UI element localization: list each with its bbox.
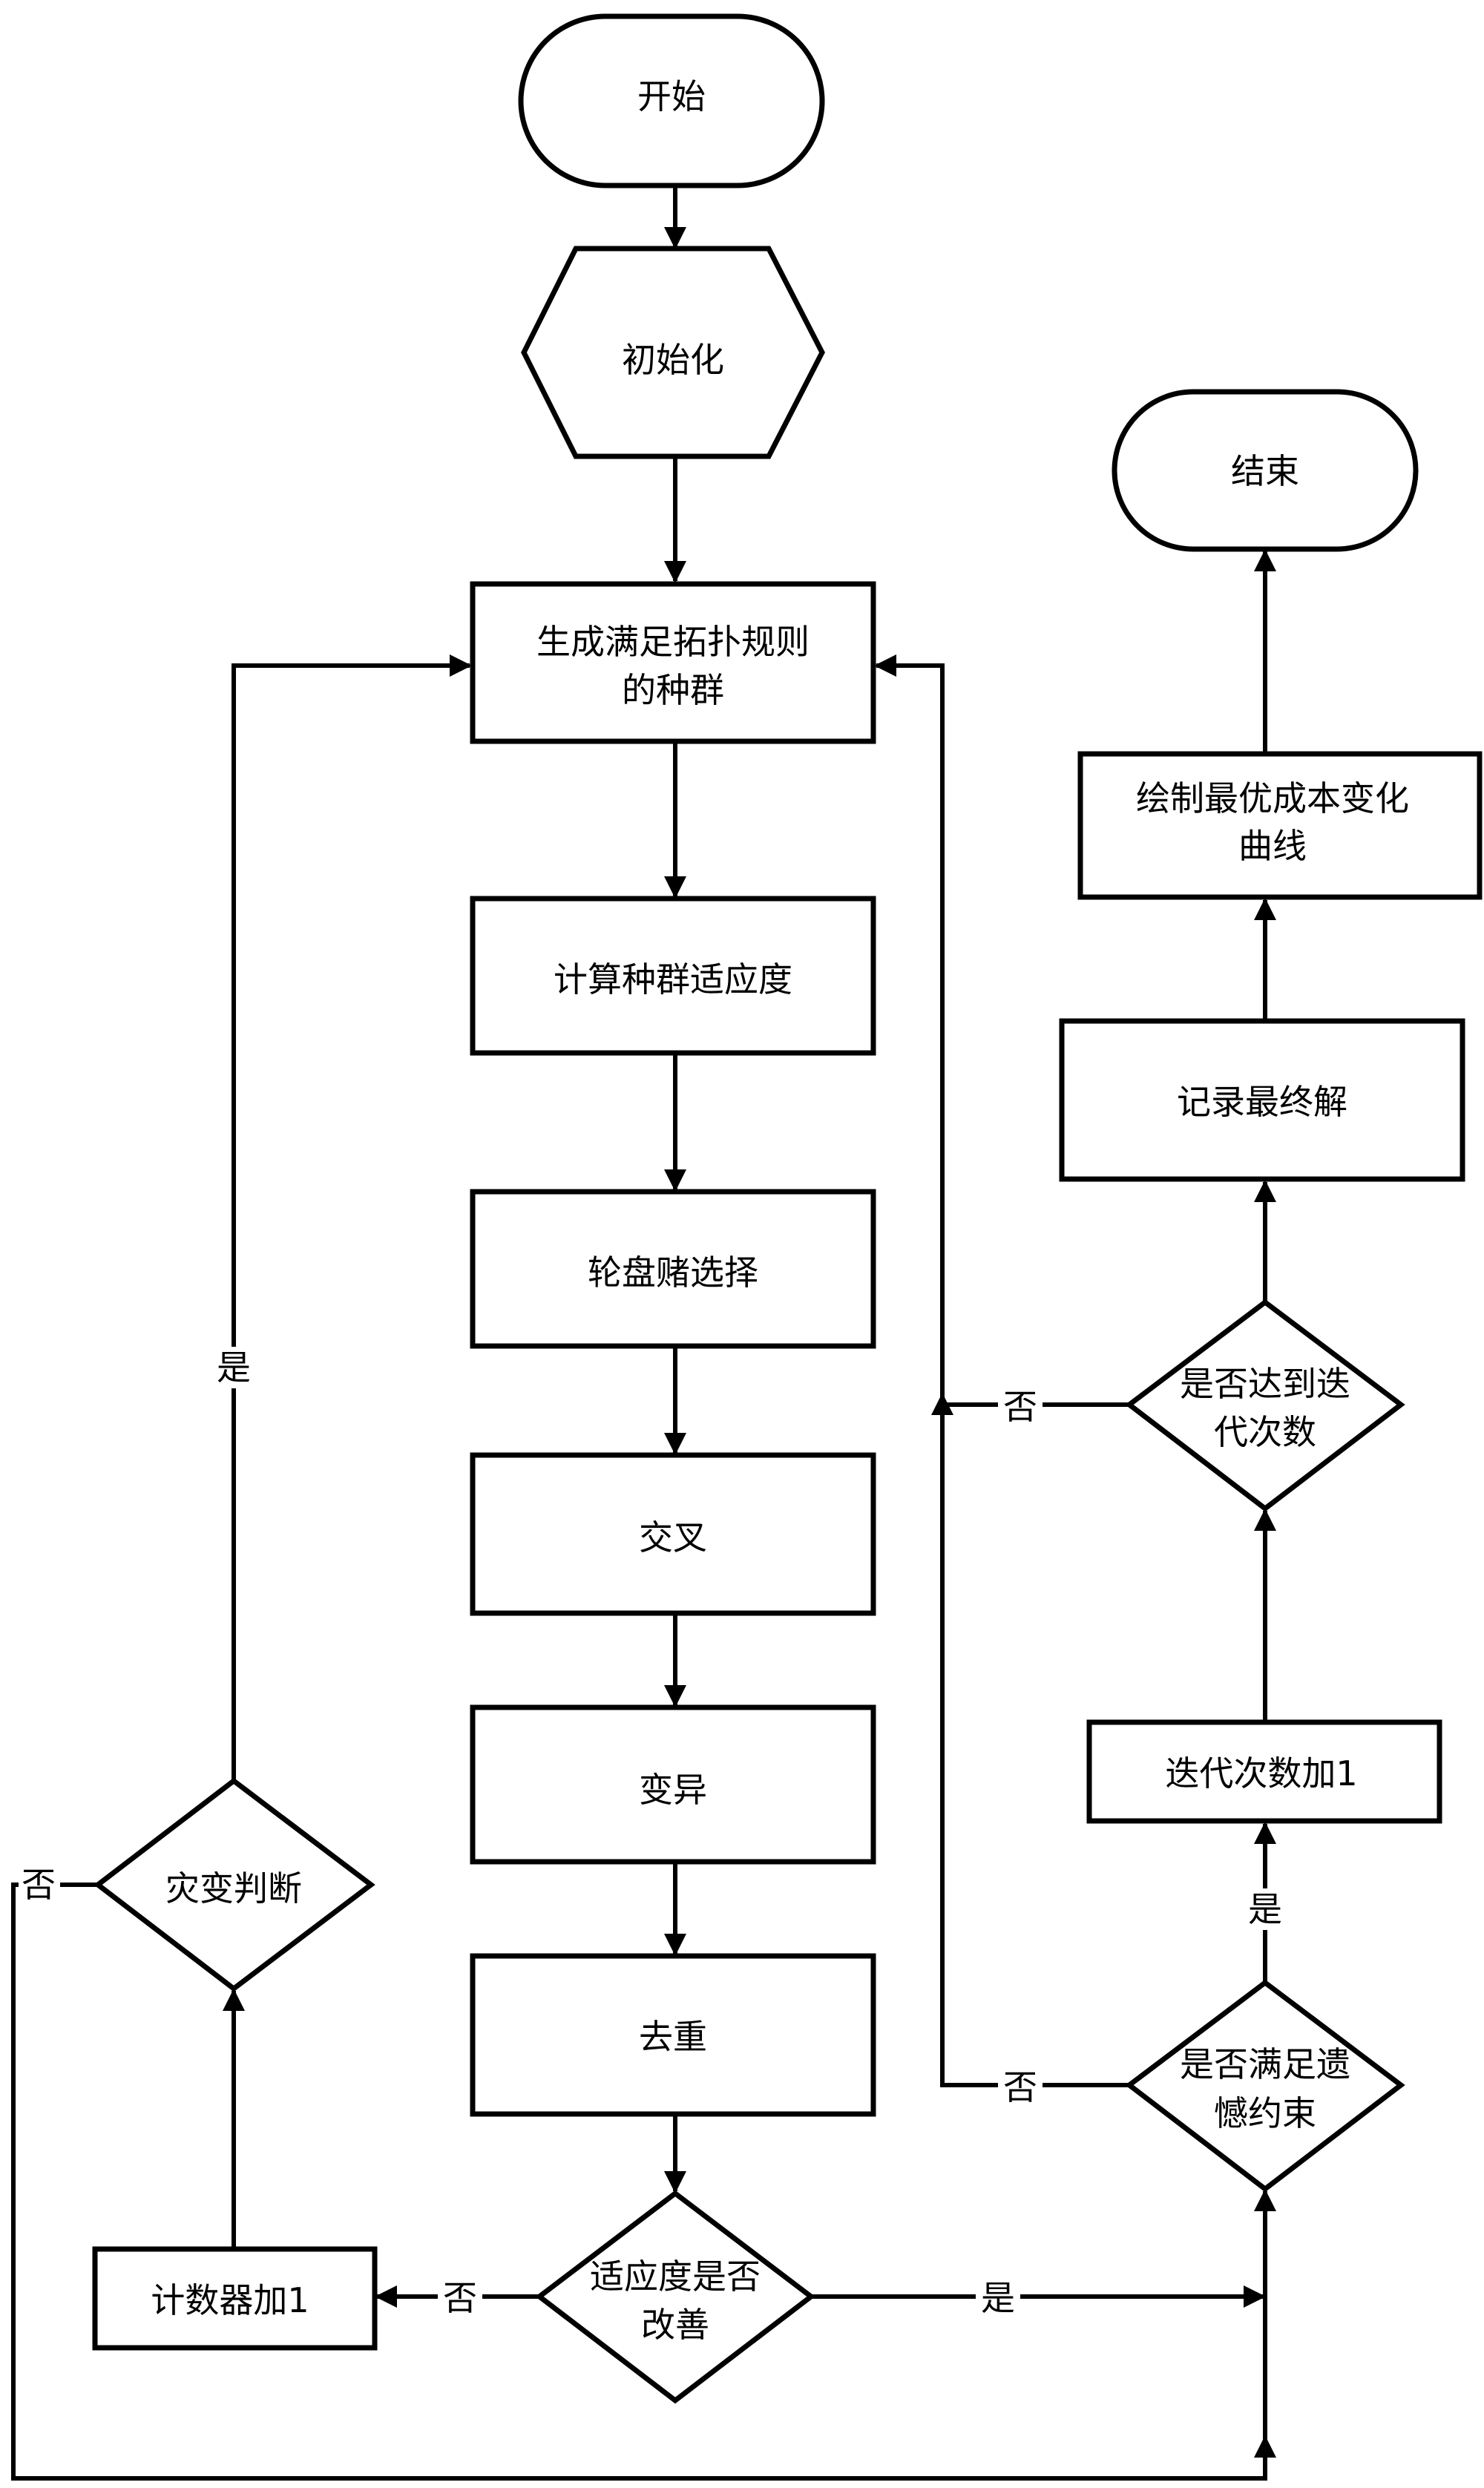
node-generate-label-line2: 的种群 xyxy=(622,670,724,710)
node-counter-label: 计数器加1 xyxy=(151,2280,309,2320)
node-plot-label-line1: 绘制最优成本变化 xyxy=(1136,778,1409,818)
node-regret-label-line2: 憾约束 xyxy=(1214,2093,1316,2133)
node-improved-label-line1: 适应度是否 xyxy=(590,2256,761,2297)
node-selection: 轮盘赌选择 xyxy=(470,1189,876,1349)
node-end-label: 结束 xyxy=(1231,451,1299,491)
node-record-label: 记录最终解 xyxy=(1177,1082,1347,1122)
node-init: 初始化 xyxy=(521,246,825,459)
node-iter-reached-label-line1: 是否达到迭 xyxy=(1180,1364,1350,1404)
node-catastrophe-label: 灾变判断 xyxy=(165,1868,302,1908)
node-init-label: 初始化 xyxy=(622,340,724,380)
node-fitness: 计算种群适应度 xyxy=(470,896,876,1056)
node-record: 记录最终解 xyxy=(1059,1018,1465,1182)
node-iter-reached: 是否达到迭 代次数 xyxy=(1125,1299,1405,1512)
node-end: 结束 xyxy=(1112,389,1419,552)
label-catastrophe-yes: 是 xyxy=(217,1348,251,1388)
edge-loop-generate xyxy=(874,654,945,1405)
node-iter-inc-label: 迭代次数加1 xyxy=(1165,1753,1357,1793)
node-plot-label-line2: 曲线 xyxy=(1238,826,1307,866)
node-mutation: 变异 xyxy=(470,1704,876,1865)
node-iter-reached-label-line2: 代次数 xyxy=(1214,1412,1316,1452)
label-regret-no: 否 xyxy=(1003,2067,1037,2107)
label-regret-yes: 是 xyxy=(1248,1889,1282,1929)
node-generate: 生成满足拓扑规则 的种群 xyxy=(470,581,876,744)
edge-labels: 否 是 是 否 是 否 否 xyxy=(19,1347,1287,2318)
node-start: 开始 xyxy=(518,13,825,188)
label-catastrophe-no: 否 xyxy=(22,1865,56,1905)
node-improved-label-line2: 改善 xyxy=(641,2305,709,2345)
label-improved-no: 否 xyxy=(443,2278,477,2318)
node-regret-label-line1: 是否满足遗 xyxy=(1180,2044,1350,2084)
node-dedup-label: 去重 xyxy=(639,2017,707,2057)
node-selection-label: 轮盘赌选择 xyxy=(588,1253,758,1293)
node-regret: 是否满足遗 憾约束 xyxy=(1125,1979,1405,2193)
node-start-label: 开始 xyxy=(637,76,706,116)
edge-regret-no xyxy=(940,1405,1128,2087)
node-crossover: 交叉 xyxy=(470,1452,876,1616)
node-generate-label-line1: 生成满足拓扑规则 xyxy=(536,622,810,662)
edge-catastrophe-generate xyxy=(232,654,472,1781)
node-fitness-label: 计算种群适应度 xyxy=(554,959,792,1000)
node-iter-inc: 迭代次数加1 xyxy=(1086,1719,1442,1824)
node-mutation-label: 变异 xyxy=(639,1770,707,1810)
label-iter-reached-no: 否 xyxy=(1003,1387,1037,1427)
node-catastrophe: 灾变判断 xyxy=(93,1777,375,1992)
node-dedup: 去重 xyxy=(470,1953,876,2117)
connectors xyxy=(11,186,1276,2481)
node-counter: 计数器加1 xyxy=(92,2246,378,2351)
node-crossover-label: 交叉 xyxy=(639,1517,707,1558)
node-plot: 绘制最优成本变化 曲线 xyxy=(1077,751,1483,900)
node-improved: 适应度是否 改善 xyxy=(535,2190,815,2404)
label-improved-yes: 是 xyxy=(981,2278,1015,2318)
